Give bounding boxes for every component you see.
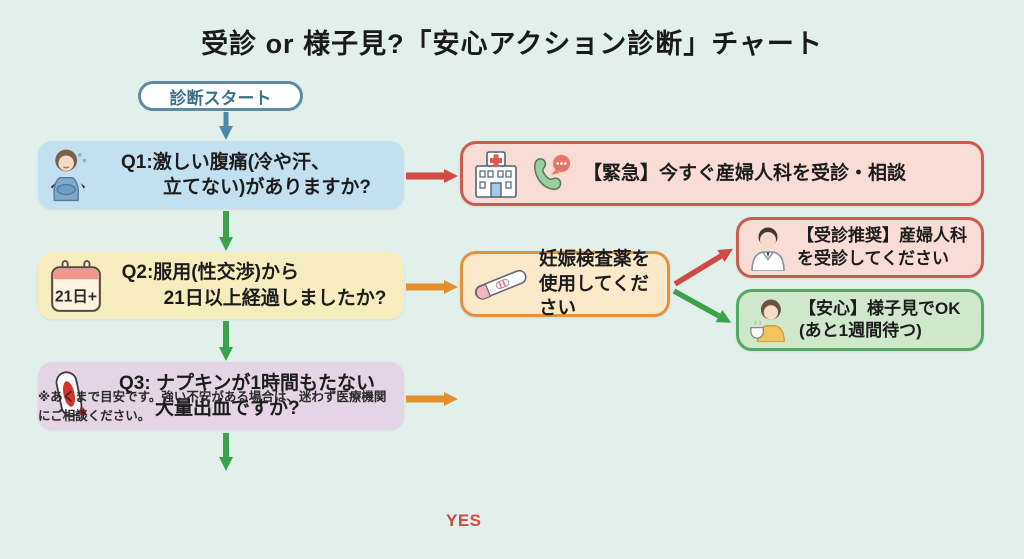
question-1-line1: Q1:激しい腹痛(冷や汗、 xyxy=(121,151,331,173)
start-node: 診断スタート xyxy=(138,81,303,111)
question-1-box: Q1:激しい腹痛(冷や汗、 立てない)がありますか? xyxy=(38,141,404,209)
abdominal-pain-icon xyxy=(50,149,87,202)
calendar-label: 21日+ xyxy=(55,287,97,305)
question-3-box: Q3: ナプキンが1時間もたない 大量出血ですか? 【準緊急】産婦人科に 電話相… xyxy=(38,362,481,530)
arrow-test-positive xyxy=(673,248,733,287)
sanitary-pad-icon xyxy=(55,371,87,417)
pregnancy-test-icon xyxy=(474,269,527,300)
disclaimer-note: ※あくまで目安です。強い不安がある場合は、迷わず医療機関にご相談ください。 xyxy=(38,390,387,423)
safe-wait-box: 【安心】様子見でOK (あと1週間待つ) xyxy=(736,289,984,351)
doctor-icon xyxy=(751,227,785,271)
q1-yes-label: YES xyxy=(446,511,482,530)
question-2-line2: 21日以上経過しましたか? xyxy=(163,287,387,309)
question-1-line2: 立てない)がありますか? xyxy=(163,177,371,198)
safe-wait-line2: (あと1週間待つ) xyxy=(799,321,922,340)
recommend-visit-line1: 【受診推奨】産婦人科 xyxy=(797,226,967,246)
hospital-icon xyxy=(475,150,517,198)
recommend-visit-box: 【受診推奨】産婦人科 を受診してください xyxy=(736,217,984,278)
question-2-box: 21日+ Q2:服用(性交渉)から 21日以上経過しましたか? xyxy=(38,252,404,319)
pregnancy-test-box: 妊娠検査薬を 使用してください xyxy=(460,248,670,318)
question-3-line2: 大量出血ですか? xyxy=(155,398,300,419)
pregnancy-test-line1: 妊娠検査薬を xyxy=(539,248,651,270)
recommend-visit-line2: を受診してください xyxy=(797,248,949,268)
page-title: 受診 or 様子見?「安心アクション診断」チャート xyxy=(201,29,823,59)
question-2-line1: Q2:服用(性交渉)から xyxy=(121,262,299,284)
question-3-line1: Q3: ナプキンが1時間もたない xyxy=(119,372,375,394)
emergency-result-box: 【緊急】今すぐ産婦人科を受診・相談 xyxy=(460,141,984,206)
woman-tea-icon xyxy=(750,299,785,342)
safe-wait-line1: 【安心】様子見でOK xyxy=(799,298,961,318)
start-label: 診断スタート xyxy=(169,88,272,108)
phone-call-icon xyxy=(534,154,571,190)
arrow-test-negative xyxy=(672,288,732,323)
calendar-icon: 21日+ xyxy=(51,259,101,312)
pregnancy-test-line2: 使用してください xyxy=(539,272,649,319)
emergency-text: 【緊急】今すぐ産婦人科を受診・相談 xyxy=(583,162,907,184)
